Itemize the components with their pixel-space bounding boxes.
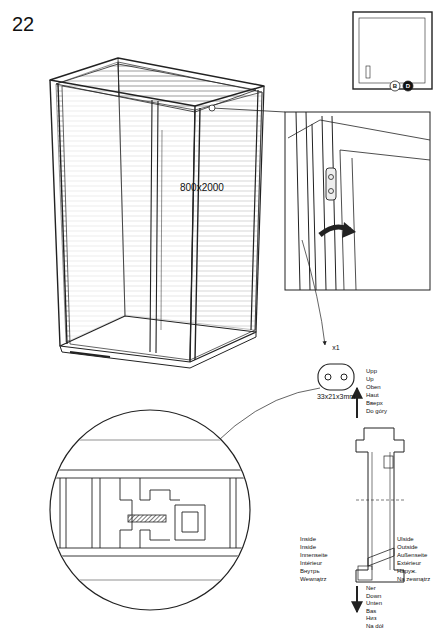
direction-label: Inside (300, 544, 316, 550)
direction-label: Wewnątrz (300, 576, 327, 582)
direction-label: Na dół (366, 623, 383, 629)
direction-label: Intérieur (300, 560, 322, 566)
position-mark: D (406, 83, 410, 89)
direction-label: Haut (366, 392, 379, 398)
direction-label: Oben (366, 384, 381, 390)
hinge-detail (285, 112, 430, 345)
direction-label: Down (366, 593, 381, 599)
direction-label: Do góry (366, 408, 387, 414)
direction-label: Ner (366, 585, 376, 591)
direction-label: Na zewnątrz (397, 576, 430, 582)
direction-label: Inside (300, 536, 316, 542)
plan-inset (353, 12, 432, 91)
direction-label: Outside (397, 544, 418, 550)
direction-label: Up (366, 376, 374, 382)
direction-label: Низ (366, 615, 376, 621)
shower-enclosure (50, 58, 285, 368)
step-number: 22 (12, 14, 34, 34)
direction-label: Наруж. (397, 568, 417, 574)
section-detail (40, 410, 260, 610)
direction-label: Ulside (397, 536, 414, 542)
direction-label: Extérieur (397, 560, 421, 566)
profile-section (356, 388, 404, 612)
position-mark: B (393, 83, 397, 89)
dimension: 33x21x3mm (317, 393, 355, 400)
direction-label: Upp (366, 368, 377, 374)
direction-label: Unten (366, 600, 382, 606)
direction-label: Bas (366, 608, 376, 614)
direction-label: Вверх (366, 400, 383, 406)
direction-label: Außenseite (397, 552, 427, 558)
dimension: 800x2000 (180, 183, 224, 193)
direction-label: Внутрь (300, 568, 320, 574)
quantity: x1 (332, 344, 339, 351)
direction-label: Innenseite (300, 552, 328, 558)
